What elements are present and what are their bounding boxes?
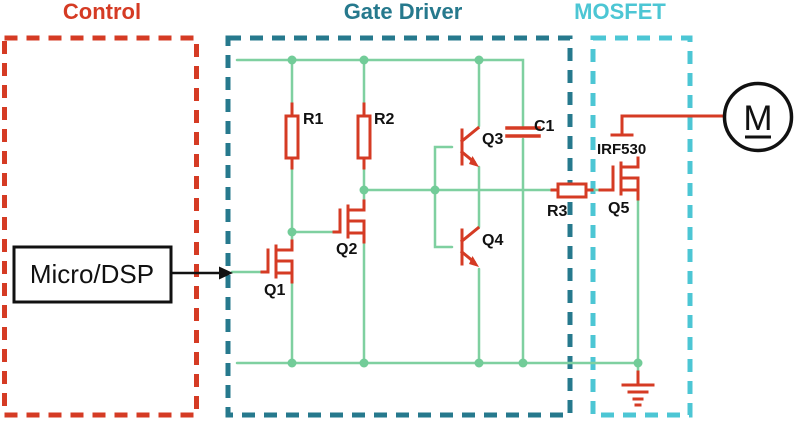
- control-section-box: [2, 35, 199, 418]
- gate-driver-section-box: [225, 35, 573, 418]
- mosfet-channel: [347, 199, 366, 244]
- top-rail-wire: [235, 58, 525, 128]
- bjt-q3: Q3: [459, 125, 503, 167]
- control-section-title: Control: [63, 0, 141, 24]
- base-junction-wire: [433, 145, 454, 249]
- resistor-r2: R2: [356, 102, 395, 170]
- junction-dot: [287, 358, 297, 368]
- bjt-q4-label: Q4: [482, 232, 503, 249]
- ground-bars: [621, 383, 655, 407]
- signal-arrow-head: [219, 266, 233, 280]
- motor-label: M: [743, 99, 772, 138]
- mosfet-section-title: MOSFET: [574, 0, 666, 24]
- mosfet-section-box: [590, 35, 693, 418]
- mosfet-q2-label: Q2: [336, 241, 357, 258]
- resistor-r2-label: R2: [374, 111, 395, 128]
- junction-dot: [474, 55, 484, 65]
- junction-dot: [430, 185, 440, 195]
- bjt-emitter-arrow: [469, 156, 479, 167]
- resistor-body: [284, 114, 300, 160]
- micro-dsp-label: Micro/DSP: [30, 259, 154, 289]
- resistor-r3: R3: [547, 182, 594, 220]
- micro-dsp-box: [12, 245, 173, 304]
- ground-symbol: [621, 370, 655, 407]
- junction-dot: [474, 358, 484, 368]
- capacitor-c1: C1: [505, 118, 555, 138]
- bjt-q4: Q4: [459, 225, 503, 267]
- bjt-collector: [459, 125, 481, 144]
- bjt-collector: [459, 225, 481, 244]
- micro-dsp-block: Micro/DSP: [12, 245, 233, 304]
- junction-dots: [287, 55, 643, 368]
- junction-dot: [287, 55, 297, 65]
- resistor-r3-label: R3: [547, 203, 568, 220]
- resistor-r1-label: R1: [303, 111, 324, 128]
- mosfet-q1: Q1: [260, 239, 294, 299]
- mosfet-channel: [620, 156, 640, 201]
- mosfet-gate-lead: [598, 165, 615, 192]
- resistor-body: [556, 182, 588, 199]
- mosfet-q1-label: Q1: [264, 282, 285, 299]
- gate-driver-section-title: Gate Driver: [344, 0, 463, 24]
- mosfet-q5-label: Q5: [608, 200, 629, 217]
- motor-circle: [722, 81, 794, 153]
- mosfet-q5-part-label: IRF530: [597, 141, 646, 158]
- capacitor-plates: [505, 126, 541, 138]
- mosfet-q2: Q2: [332, 199, 366, 258]
- bjt-emitter-arrow: [469, 256, 479, 267]
- junction-dot: [359, 358, 369, 368]
- junction-dot: [518, 358, 528, 368]
- junction-dot: [359, 185, 369, 195]
- resistor-r1: R1: [284, 102, 324, 170]
- wire-net: [230, 58, 640, 374]
- junction-dot: [287, 227, 297, 237]
- capacitor-c1-label: C1: [534, 118, 555, 135]
- bjt-q3-label: Q3: [482, 131, 503, 148]
- mosfet-gate-lead: [260, 248, 270, 274]
- resistor-body: [356, 114, 372, 160]
- junction-dot: [633, 358, 643, 368]
- mosfet-gate-lead: [332, 208, 342, 234]
- drain-to-motor-wire: [610, 114, 725, 137]
- motor-symbol: M: [722, 81, 794, 153]
- mosfet-channel: [275, 239, 294, 284]
- junction-dot: [359, 55, 369, 65]
- mosfet-q5: IRF530 Q5: [597, 114, 725, 217]
